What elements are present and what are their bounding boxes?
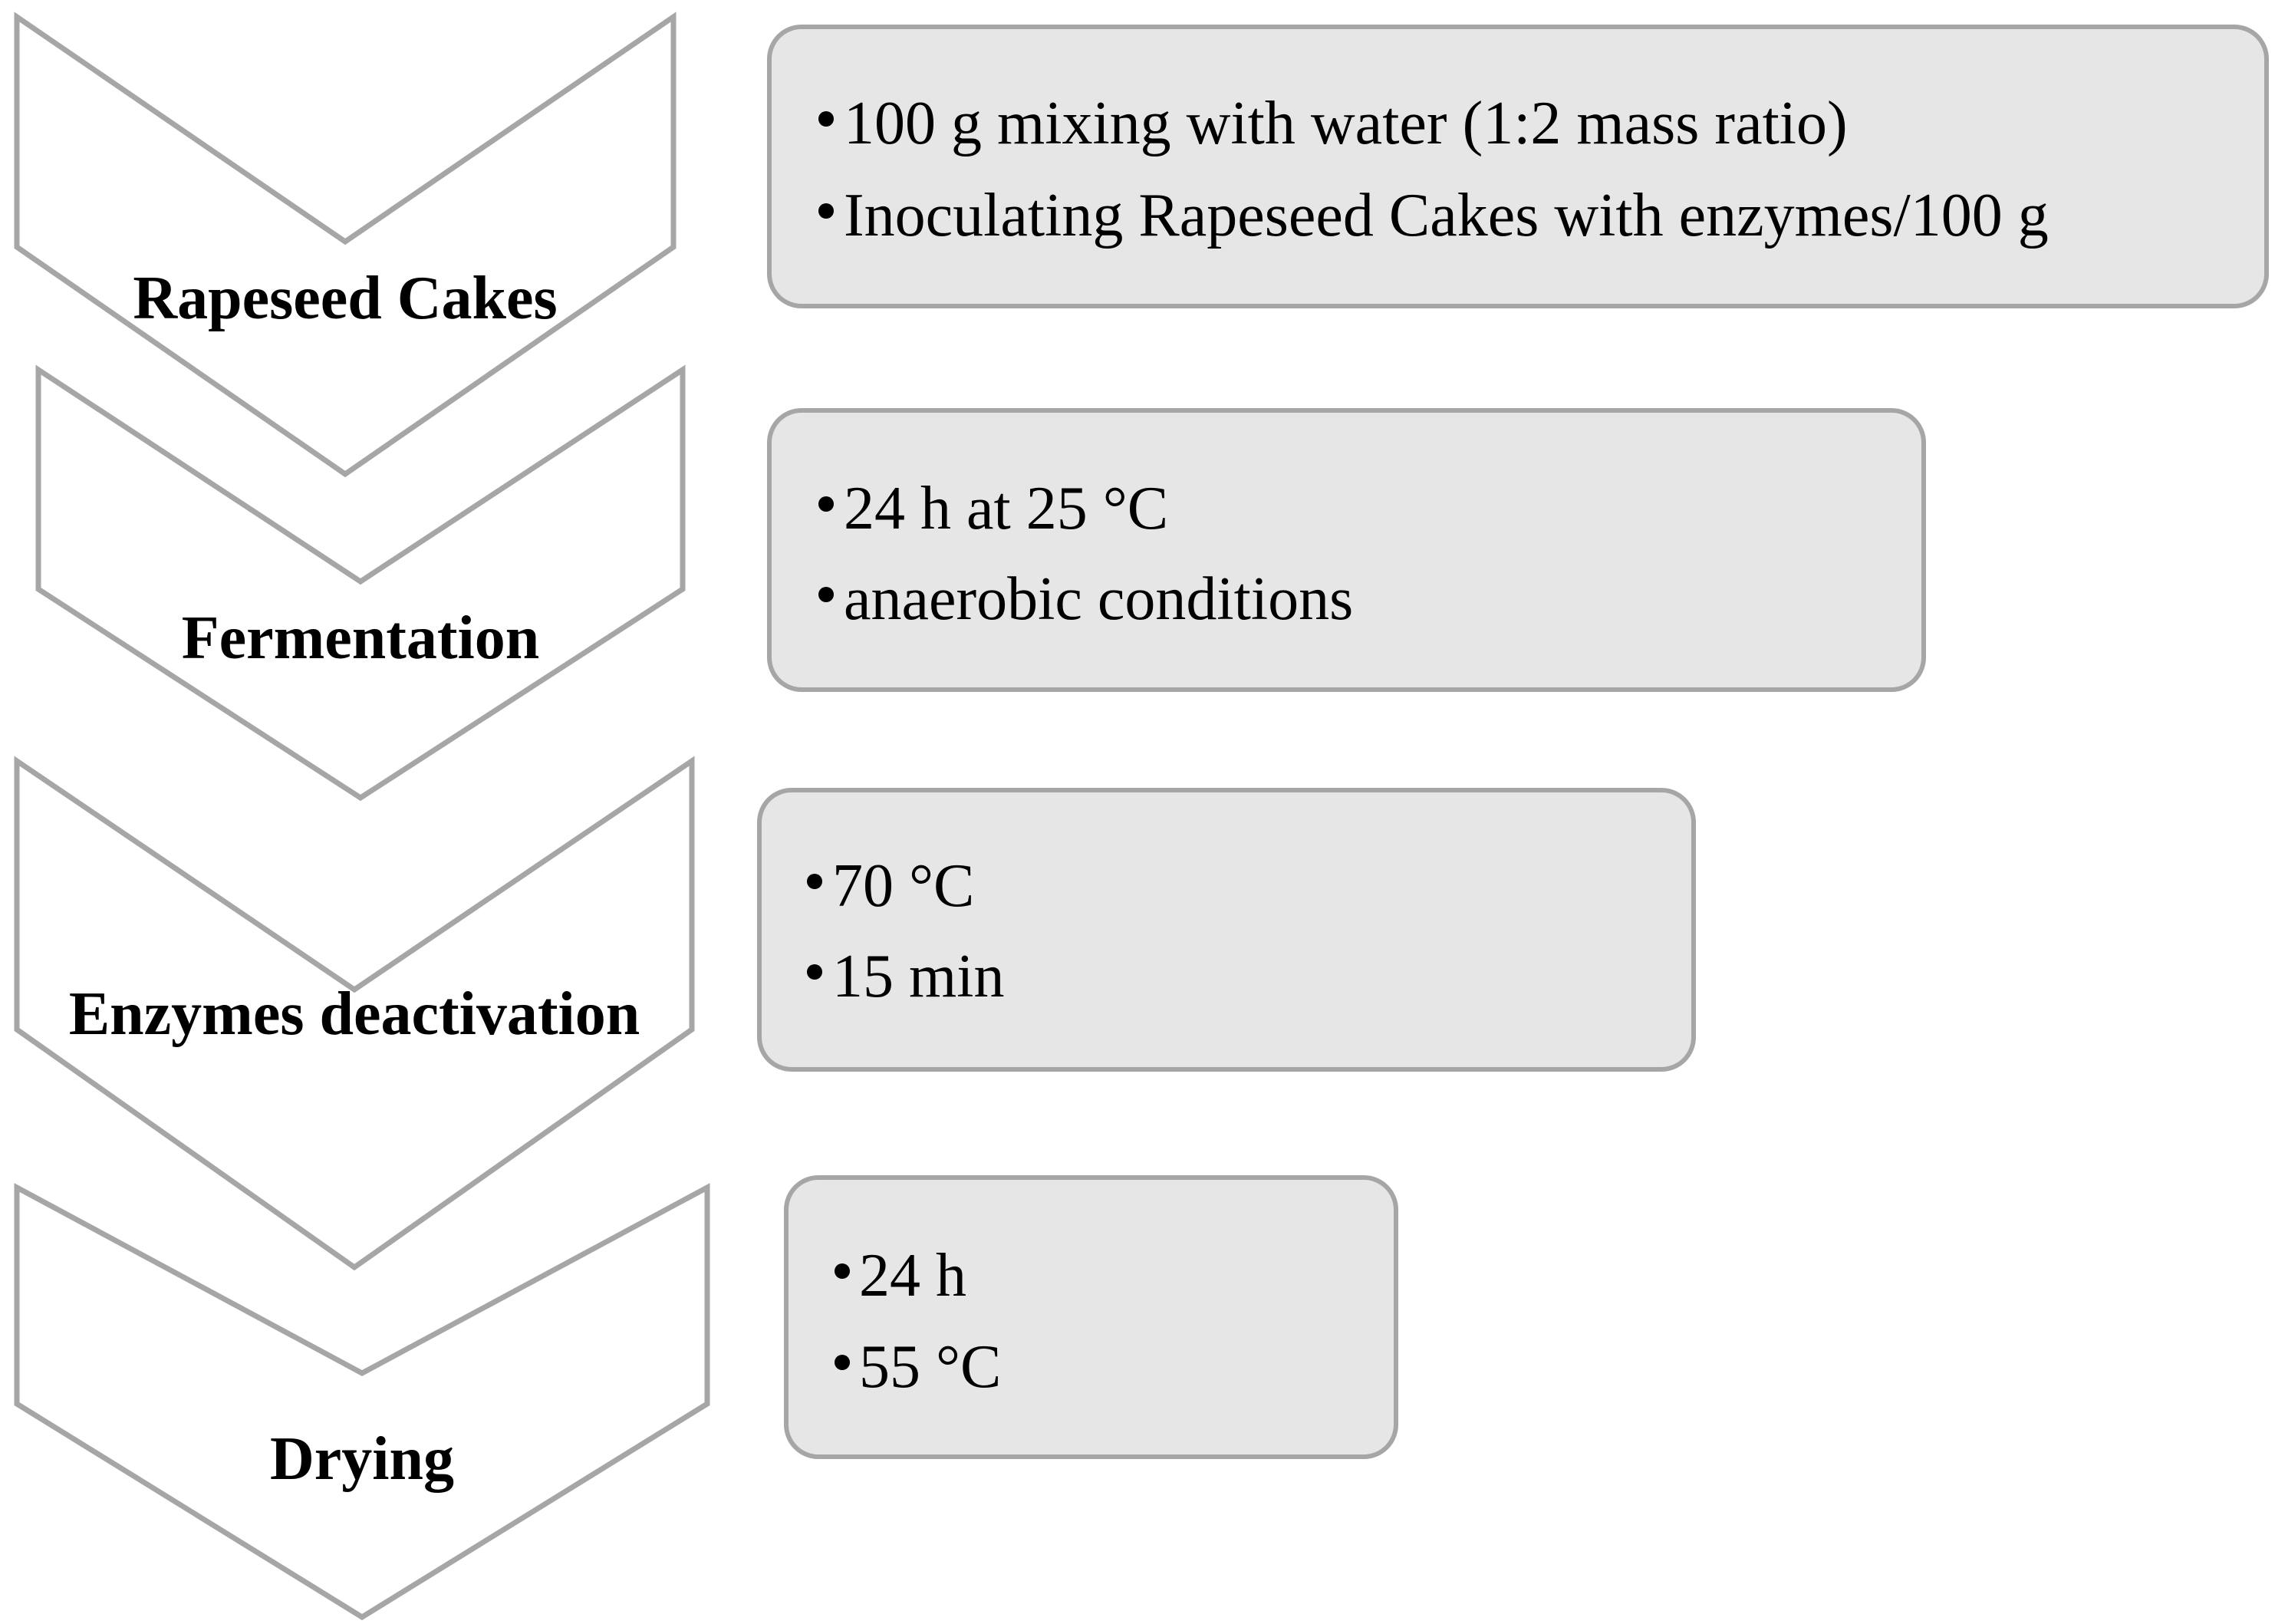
detail-box <box>767 25 2269 308</box>
detail-line: Inoculating Rapeseed Cakes with enzymes/… <box>844 182 2049 249</box>
detail-line: 100 g mixing with water (1:2 mass ratio) <box>844 90 1848 157</box>
chevron-arrow-shape <box>35 364 686 802</box>
detail-box <box>757 788 1696 1072</box>
detail-line: 24 h <box>859 1242 966 1309</box>
step-label: Fermentation <box>182 604 540 672</box>
chevron-arrow-shape <box>14 1183 710 1621</box>
step-drying: Drying 24 h 55 °C <box>14 1175 1398 1621</box>
step-label: Drying <box>270 1425 454 1493</box>
step-enzymes-deactivation: Enzymes deactivation 70 °C 15 min <box>14 756 1696 1271</box>
chevron-arrow-shape <box>14 756 695 1271</box>
detail-line: 70 °C <box>832 852 974 920</box>
chevron-arrow-shape <box>14 12 677 478</box>
bullet-icon <box>818 203 834 219</box>
step-label: Enzymes deactivation <box>69 980 640 1048</box>
detail-line: anaerobic conditions <box>844 565 1353 633</box>
step-rapeseed-cakes: Rapeseed Cakes 100 g mixing with water (… <box>14 12 2269 478</box>
detail-box <box>767 408 1926 692</box>
bullet-icon <box>807 964 822 980</box>
bullet-icon <box>835 1355 850 1370</box>
step-fermentation: Fermentation 24 h at 25 °C anaerobic con… <box>35 364 1926 802</box>
step-label: Rapeseed Cakes <box>133 265 557 332</box>
bullet-icon <box>818 496 834 512</box>
detail-line: 15 min <box>832 943 1004 1010</box>
detail-box <box>784 1175 1398 1459</box>
bullet-icon <box>807 874 822 889</box>
bullet-icon <box>818 111 834 127</box>
detail-line: 24 h at 25 °C <box>844 475 1168 542</box>
bullet-icon <box>818 587 834 602</box>
bullet-icon <box>835 1263 850 1279</box>
detail-line: 55 °C <box>859 1333 1001 1401</box>
